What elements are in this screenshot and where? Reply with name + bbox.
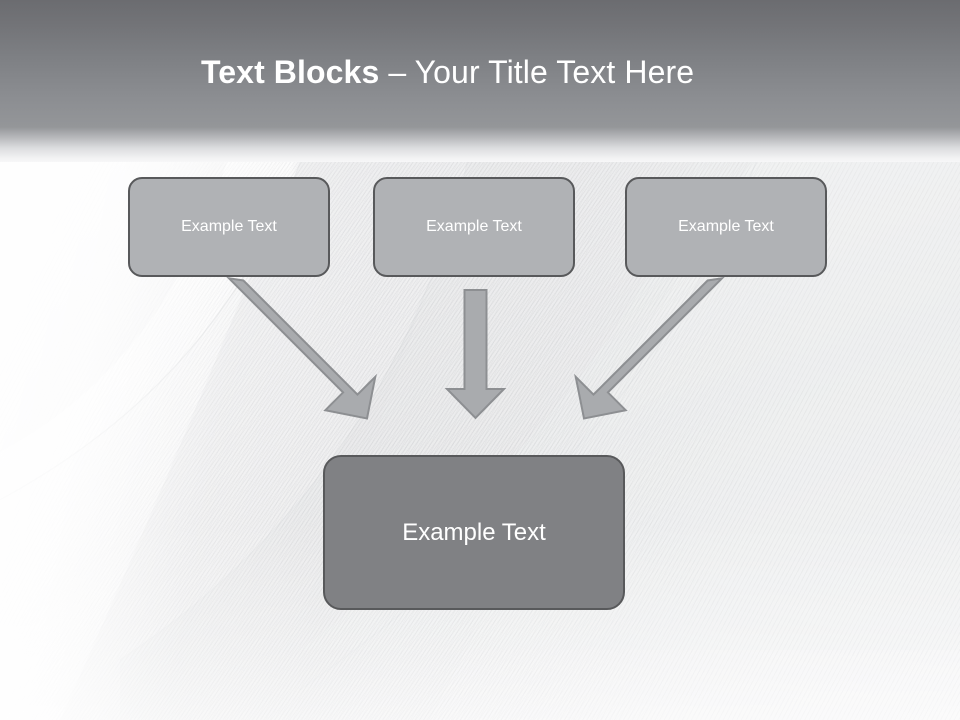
text-block-2-label: Example Text (426, 218, 522, 235)
title-banner (0, 0, 960, 162)
arrow-middle-vertical (444, 289, 507, 420)
text-block-3[interactable]: Example Text (625, 177, 827, 277)
arrow-left-diagonal (226, 276, 377, 420)
text-block-2[interactable]: Example Text (373, 177, 575, 277)
page-title-bold: Text Blocks (201, 54, 380, 90)
text-block-1-label: Example Text (181, 218, 277, 235)
text-block-3-label: Example Text (678, 218, 774, 235)
page-title-regular: – Your Title Text Here (379, 54, 695, 90)
text-block-summary-label: Example Text (402, 518, 546, 546)
page-title: Text Blocks – Your Title Text Here (201, 52, 694, 92)
text-block-1[interactable]: Example Text (128, 177, 330, 277)
arrow-right-diagonal (574, 276, 725, 420)
text-block-summary[interactable]: Example Text (323, 455, 625, 610)
